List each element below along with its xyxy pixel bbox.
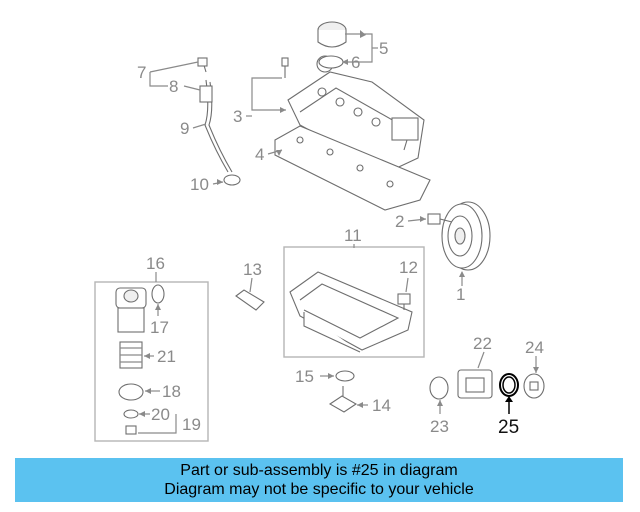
oil-cooler <box>523 373 545 399</box>
pulley-bolt <box>427 213 453 225</box>
callout-1: 1 <box>456 285 465 304</box>
oil-filler-cap <box>317 21 347 48</box>
filter-cap <box>118 383 144 401</box>
callout-15: 15 <box>295 367 314 386</box>
callout-2: 2 <box>395 212 404 231</box>
callout-20: 20 <box>151 405 170 424</box>
strainer-gasket <box>335 370 355 382</box>
crank-pulley <box>441 201 491 271</box>
drain-plug <box>397 293 411 310</box>
callout-19: 19 <box>182 415 201 434</box>
filter-drain-bolt <box>125 425 137 435</box>
oil-strainer <box>328 386 358 413</box>
housing-gasket <box>151 284 165 304</box>
leader-lines <box>138 30 539 434</box>
callout-10: 10 <box>190 175 209 194</box>
callout-7: 7 <box>137 63 146 82</box>
oil-filter-adapter <box>457 369 493 399</box>
callout-labels: 5 6 7 8 9 10 3 4 2 1 11 12 13 16 17 21 1… <box>137 39 544 438</box>
callout-17: 17 <box>150 318 169 337</box>
adapter-gasket <box>429 376 449 400</box>
filter-seal <box>123 409 139 419</box>
highlighted-part-25 <box>499 373 519 397</box>
dipstick-o-ring <box>223 174 241 186</box>
banner-line-2: Diagram may not be specific to your vehi… <box>164 481 474 498</box>
callout-5: 5 <box>379 39 388 58</box>
parts-diagram: 5 6 7 8 9 10 3 4 2 1 11 12 13 16 17 21 1… <box>94 21 545 442</box>
callout-11: 11 <box>344 226 362 245</box>
callout-21: 21 <box>157 347 176 366</box>
callout-25: 25 <box>498 417 519 438</box>
callout-8: 8 <box>169 77 178 96</box>
oil-filter-element <box>119 341 143 369</box>
oil-dipstick <box>197 57 233 173</box>
callout-16: 16 <box>146 254 165 273</box>
info-banner: Part or sub-assembly is #25 in diagram D… <box>15 458 623 502</box>
oil-filter-housing <box>115 287 147 333</box>
callout-12: 12 <box>399 258 418 277</box>
callout-22: 22 <box>473 334 492 353</box>
callout-3: 3 <box>233 107 242 126</box>
callout-24: 24 <box>525 338 544 357</box>
callout-23: 23 <box>430 417 449 436</box>
callout-6: 6 <box>351 53 360 72</box>
valve-cover-gasket <box>274 125 431 211</box>
callout-18: 18 <box>162 382 181 401</box>
filler-cap-gasket <box>318 55 344 69</box>
callout-9: 9 <box>180 119 189 138</box>
cover-bolt <box>281 57 289 78</box>
banner-line-1: Part or sub-assembly is #25 in diagram <box>180 462 458 479</box>
oil-baffle <box>235 289 265 311</box>
callout-4: 4 <box>255 145 264 164</box>
oil-filter-group-box <box>94 281 209 442</box>
oil-pan <box>289 271 413 353</box>
callout-14: 14 <box>372 396 391 415</box>
callout-13: 13 <box>243 260 262 279</box>
valve-cover <box>287 55 425 173</box>
